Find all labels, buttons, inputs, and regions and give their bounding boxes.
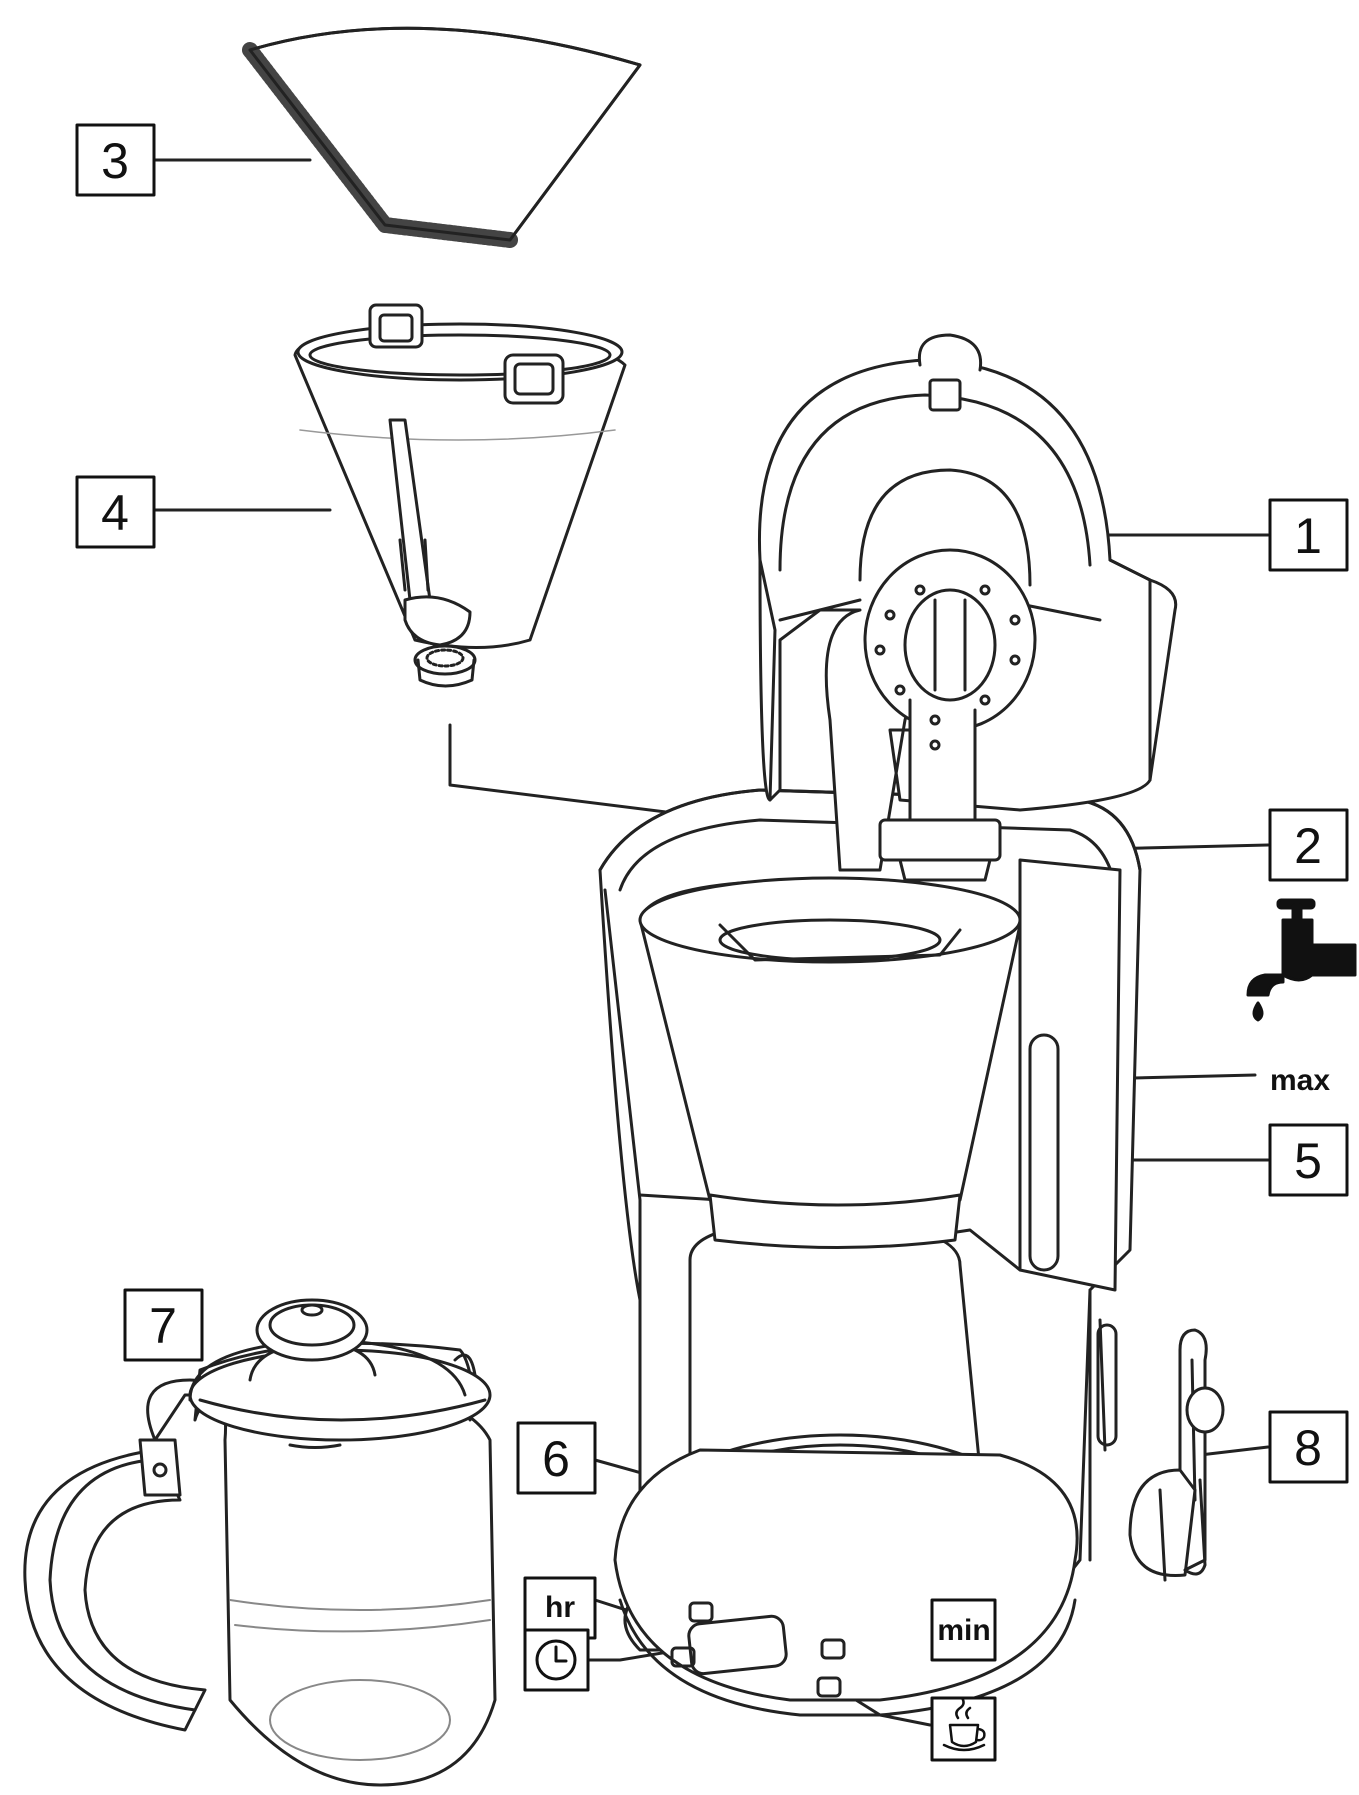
brew-button-label [930, 1696, 997, 1762]
filter-holder [293, 303, 627, 688]
callout-5: 5 [1268, 1123, 1349, 1197]
paper-filter [242, 26, 642, 248]
callout-1-number: 1 [1294, 508, 1322, 564]
callout-3: 3 [75, 123, 156, 197]
callout-6: 6 [516, 1421, 597, 1495]
callout-6-number: 6 [542, 1431, 570, 1487]
callout-2-number: 2 [1294, 818, 1322, 874]
callout-5-number: 5 [1294, 1133, 1322, 1189]
callout-8: 8 [1268, 1410, 1349, 1484]
hr-button-label: hr [523, 1576, 597, 1640]
callout-1: 1 [1268, 498, 1349, 572]
callout-7: 7 [123, 1288, 204, 1362]
coffee-cup-icon [942, 1696, 986, 1752]
callout-8-number: 8 [1294, 1420, 1322, 1476]
callout-7-number: 7 [149, 1298, 177, 1354]
min-button-label: min [930, 1598, 997, 1662]
clock-button-label [523, 1628, 590, 1692]
open-lid [757, 333, 1178, 882]
callout-4: 4 [75, 475, 156, 549]
control-panel [613, 1448, 1079, 1717]
measuring-spoon [1128, 1328, 1225, 1582]
clock-icon [535, 1639, 577, 1681]
glass-carafe [23, 1298, 497, 1787]
hr-label-text: hr [545, 1591, 575, 1624]
water-tap-icon [1246, 898, 1357, 1022]
max-level-label: max [1270, 1064, 1330, 1097]
callout-2: 2 [1268, 808, 1349, 882]
callout-4-number: 4 [101, 485, 129, 541]
min-label-text: min [937, 1614, 990, 1647]
installed-filter-cone [638, 876, 1022, 1249]
callout-3-number: 3 [101, 133, 129, 189]
